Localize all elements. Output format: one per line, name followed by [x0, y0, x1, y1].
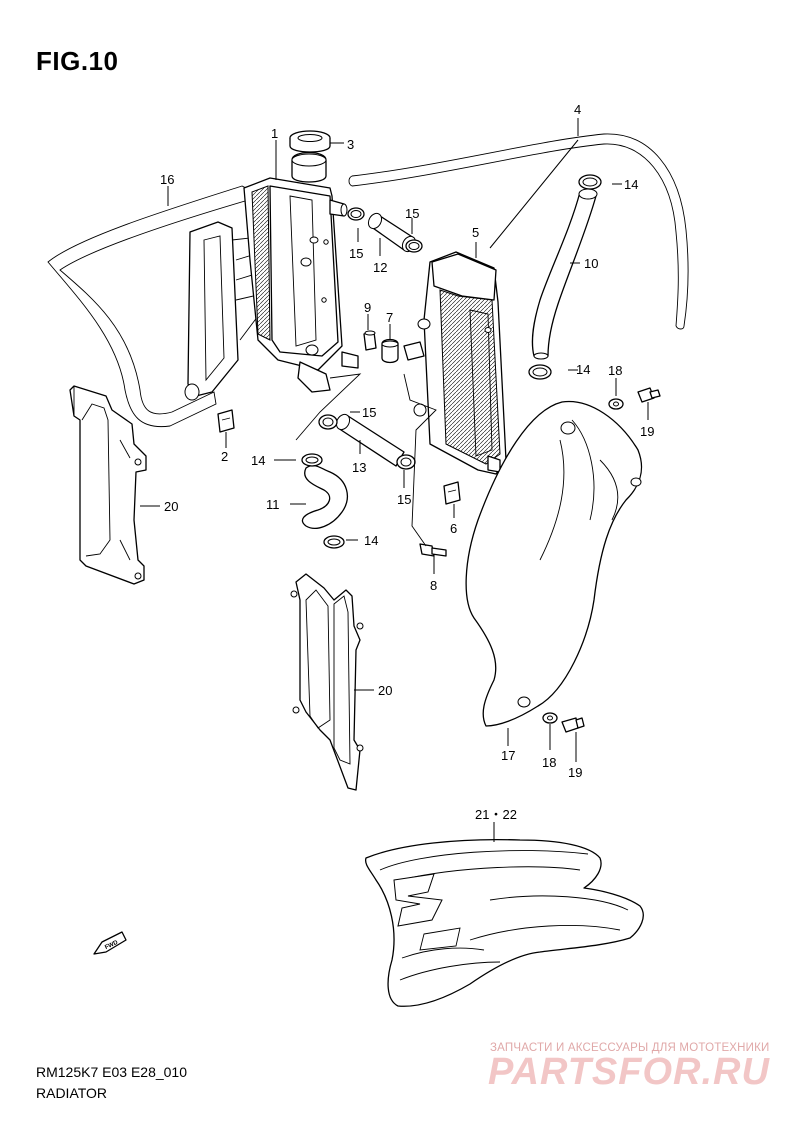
shroud-washers-bolts [542, 387, 661, 733]
figure-code: RM125K7 E03 E28_010 [36, 1064, 187, 1080]
callout-18a: 18 [608, 363, 622, 378]
radiator-mount-grommet-bolt [363, 330, 399, 364]
callout-3: 3 [347, 137, 354, 152]
shroud-graphic-decal [364, 838, 644, 1007]
callout-20a: 20 [164, 499, 178, 514]
callout-15b: 15 [349, 246, 363, 261]
right-radiator [403, 251, 507, 475]
fwd-marker-text: FWD [104, 940, 120, 951]
callout-15d: 15 [397, 492, 411, 507]
callout-15a: 15 [405, 206, 419, 221]
callout-4: 4 [574, 102, 581, 117]
callout-19b: 19 [568, 765, 582, 780]
clip-nut-right [443, 481, 461, 505]
callout-leaders [140, 118, 649, 842]
figure-title: FIG.10 [36, 46, 119, 76]
radiator-guard-frame [47, 185, 264, 428]
callout-17: 17 [501, 748, 515, 763]
overflow-tube [348, 133, 689, 330]
radiator-cap [289, 130, 331, 153]
hose-clamps-lower [318, 414, 416, 470]
callout-21-22: 21・22 [475, 807, 517, 822]
callout-20b: 20 [378, 683, 392, 698]
callout-5: 5 [472, 225, 479, 240]
callout-14a: 14 [624, 177, 638, 192]
hose-clamps-right [528, 174, 602, 380]
callout-14b: 14 [576, 362, 590, 377]
callout-labels: 1 2 3 4 5 6 7 8 9 10 11 12 13 14 14 14 1… [160, 102, 654, 822]
hose-clamps-upper [347, 207, 423, 253]
callout-2: 2 [221, 449, 228, 464]
clip-nut-left [217, 409, 235, 433]
radiator-hose-right [531, 188, 598, 360]
figure-name: RADIATOR [36, 1085, 108, 1101]
bolt-right [419, 543, 447, 557]
callout-14d: 14 [364, 533, 378, 548]
left-shroud-bracket [184, 221, 271, 401]
callout-16: 16 [160, 172, 174, 187]
callout-11: 11 [266, 497, 280, 512]
callout-15c: 15 [362, 405, 376, 420]
radiator-louver-left [69, 385, 147, 585]
radiator-louver-center [290, 573, 364, 791]
radiator-shroud [465, 400, 643, 727]
callout-12: 12 [373, 260, 387, 275]
lower-hose [335, 413, 405, 467]
watermark-subtitle: ЗАПЧАСТИ И АКСЕССУАРЫ ДЛЯ МОТОТЕХНИКИ [490, 1042, 770, 1054]
small-hose [301, 464, 348, 529]
callout-19a: 19 [640, 424, 654, 439]
callout-7: 7 [386, 310, 393, 325]
callout-9: 9 [364, 300, 371, 315]
callout-13: 13 [352, 460, 366, 475]
assembly-lines [295, 373, 437, 547]
callout-1: 1 [271, 126, 278, 141]
hose-clamps-small [301, 453, 345, 549]
fwd-direction-icon: FWD [93, 931, 127, 955]
callout-6: 6 [450, 521, 457, 536]
callout-10: 10 [584, 256, 598, 271]
left-radiator [243, 151, 359, 393]
callout-14c: 14 [251, 453, 265, 468]
callout-18b: 18 [542, 755, 556, 770]
callout-8: 8 [430, 578, 437, 593]
watermark-brand: PARTSFOR.RU [488, 1051, 770, 1093]
